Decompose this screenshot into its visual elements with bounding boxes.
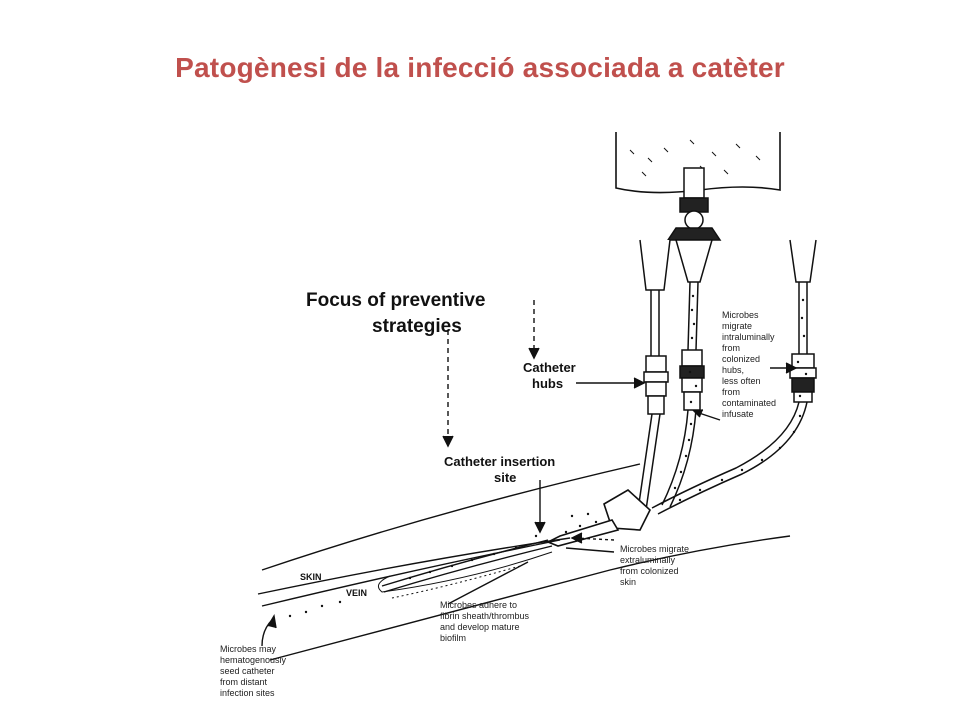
- svg-text:Microbes migrate: Microbes migrate: [620, 544, 689, 554]
- catheter-hubs-label-line1: Catheter: [523, 360, 576, 375]
- drip-chamber: [666, 167, 722, 283]
- svg-text:skin: skin: [620, 577, 636, 587]
- catheter-junction: [546, 489, 651, 547]
- vein-walls: [261, 535, 791, 661]
- extraluminal-note: Microbes migrate extraluminally from col…: [620, 544, 689, 587]
- svg-text:migrate: migrate: [722, 321, 752, 331]
- svg-text:Microbes may: Microbes may: [220, 644, 277, 654]
- right-catheter-line: [651, 239, 817, 515]
- svg-text:from distant: from distant: [220, 677, 268, 687]
- svg-text:Microbes: Microbes: [722, 310, 759, 320]
- svg-text:hematogenously: hematogenously: [220, 655, 287, 665]
- svg-text:from: from: [722, 343, 740, 353]
- right-line-microbes: [678, 298, 808, 502]
- pointer-arrows: [261, 362, 798, 647]
- svg-text:less often: less often: [722, 376, 761, 386]
- hematogenous-note: Microbes may hematogenously seed cathete…: [220, 644, 287, 698]
- svg-text:and develop mature: and develop mature: [440, 622, 520, 632]
- intravascular-catheter: [377, 539, 553, 599]
- middle-line-microbes: [673, 294, 698, 490]
- svg-text:infusate: infusate: [722, 409, 754, 419]
- svg-text:extraluminally: extraluminally: [620, 555, 676, 565]
- svg-text:fibrin sheath/thrombus: fibrin sheath/thrombus: [440, 611, 530, 621]
- svg-text:from: from: [722, 387, 740, 397]
- svg-text:colonized: colonized: [722, 354, 760, 364]
- svg-text:infection sites: infection sites: [220, 688, 275, 698]
- svg-text:biofilm: biofilm: [440, 633, 466, 643]
- svg-text:seed catheter: seed catheter: [220, 666, 275, 676]
- svg-text:intraluminally: intraluminally: [722, 332, 775, 342]
- vein-microbes: [288, 512, 598, 618]
- intraluminal-note: Microbes migrate intraluminally from col…: [722, 310, 776, 419]
- infusate-particles: [629, 139, 761, 177]
- insertion-site-label-line1: Catheter insertion: [444, 454, 555, 469]
- skin-label: SKIN: [300, 572, 322, 582]
- left-catheter-line: [637, 239, 671, 511]
- focus-heading-line1: Focus of preventive: [306, 290, 486, 311]
- svg-text:Microbes adhere to: Microbes adhere to: [440, 600, 517, 610]
- svg-text:contaminated: contaminated: [722, 398, 776, 408]
- middle-catheter-line: [661, 281, 705, 508]
- insertion-site-label-line2: site: [494, 470, 516, 485]
- catheter-hubs-label-line2: hubs: [532, 376, 563, 391]
- svg-text:hubs,: hubs,: [722, 365, 744, 375]
- focus-heading-line2: strategies: [372, 316, 462, 337]
- svg-text:from colonized: from colonized: [620, 566, 679, 576]
- slide-title: Patogènesi de la infecció associada a ca…: [175, 52, 785, 83]
- vein-label: VEIN: [346, 588, 367, 598]
- fibrin-sheath-note: Microbes adhere to fibrin sheath/thrombu…: [440, 600, 530, 643]
- focus-dashed-arrows: [442, 300, 540, 448]
